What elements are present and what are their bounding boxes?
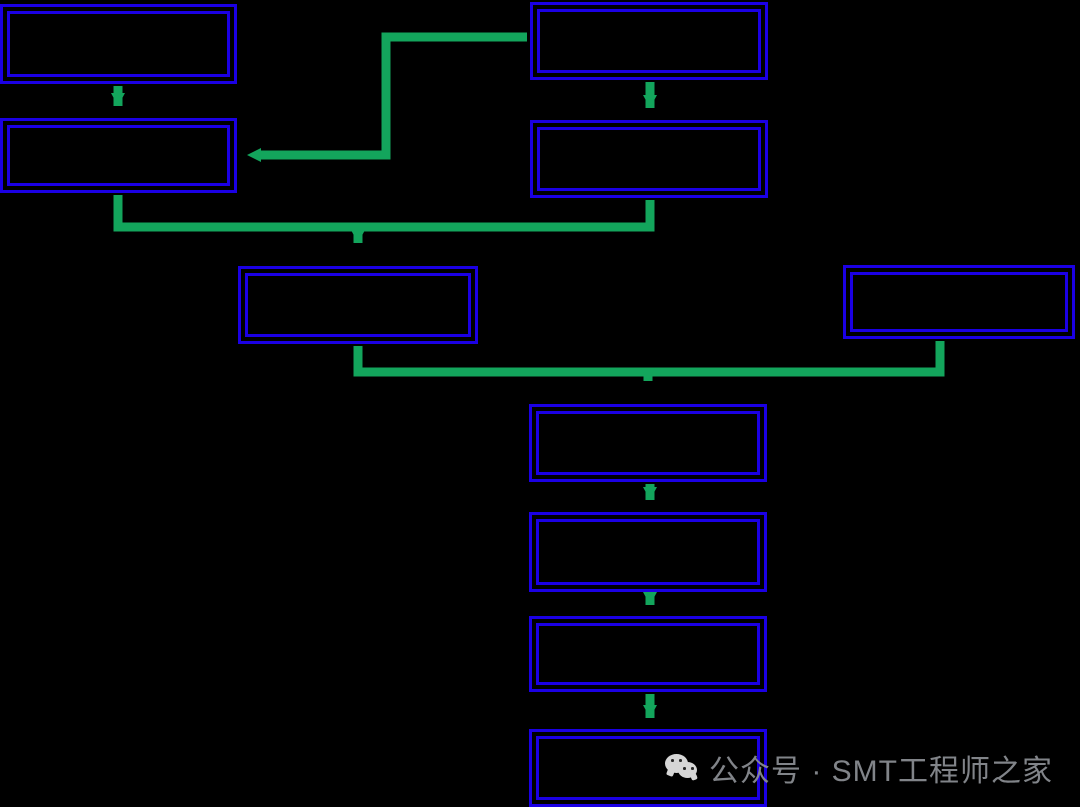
flow-node-n8[interactable] xyxy=(529,512,767,592)
flow-node-label xyxy=(245,273,471,337)
flow-node-label xyxy=(7,11,230,77)
flow-node-label xyxy=(536,411,760,475)
connector-n2-merge xyxy=(113,195,655,232)
flow-node-n9[interactable] xyxy=(529,616,767,692)
flow-node-label xyxy=(850,272,1068,332)
flow-node-n1[interactable] xyxy=(0,4,237,84)
flow-node-n10[interactable] xyxy=(529,729,767,807)
flow-node-n3[interactable] xyxy=(530,2,768,80)
flow-node-label xyxy=(537,9,761,73)
flow-node-n6[interactable] xyxy=(843,265,1075,339)
connector-n3-n2 xyxy=(247,32,527,162)
flow-node-n4[interactable] xyxy=(530,120,768,198)
flow-node-label xyxy=(536,623,760,685)
flow-node-n7[interactable] xyxy=(529,404,767,482)
flow-node-label xyxy=(536,736,760,800)
connector-n5-merge xyxy=(353,341,945,377)
flow-node-label xyxy=(7,125,230,186)
flow-node-label xyxy=(537,127,761,191)
flow-node-label xyxy=(536,519,760,585)
flow-node-n2[interactable] xyxy=(0,118,237,193)
flow-node-n5[interactable] xyxy=(238,266,478,344)
